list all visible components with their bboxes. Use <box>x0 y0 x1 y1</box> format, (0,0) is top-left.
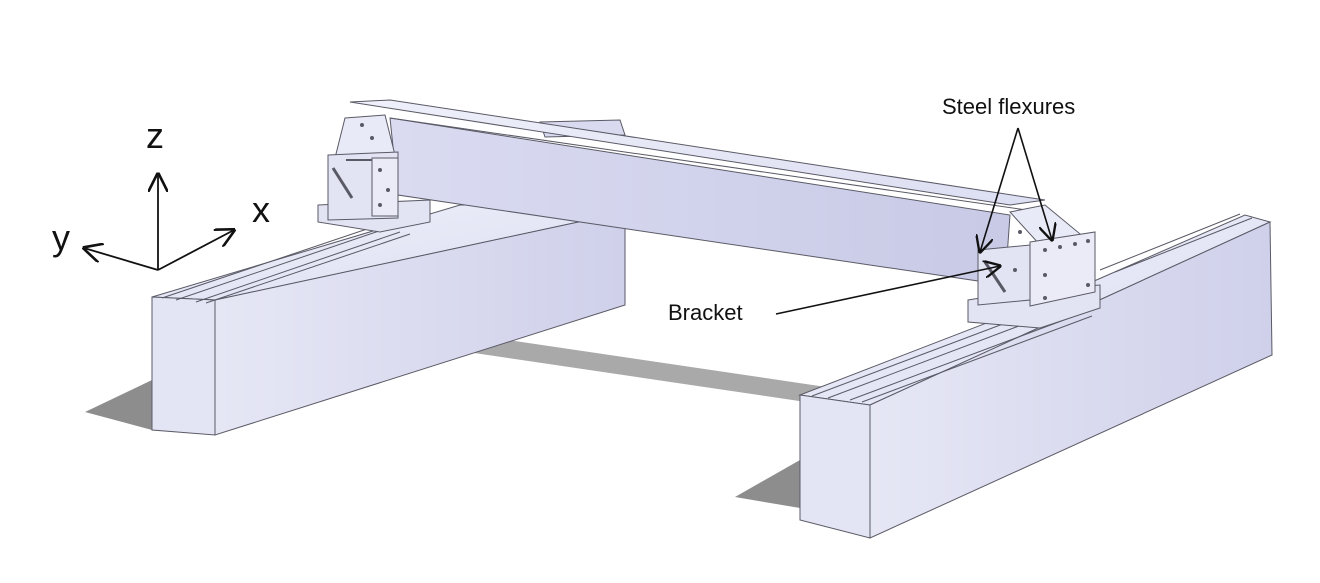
right-bracket-frame <box>977 244 1031 306</box>
left-flexure-upper <box>334 114 396 159</box>
right-rail-groove-4 <box>861 315 1093 403</box>
bolt <box>386 188 390 192</box>
z-axis-label: z <box>146 115 164 156</box>
right-rail-groove-3 <box>849 313 1081 401</box>
y-axis-label: y <box>52 217 70 258</box>
bolt <box>1013 268 1017 272</box>
steel-flexures-label: Steel flexures <box>942 94 1075 119</box>
bolt <box>378 168 382 172</box>
beam-top-face <box>349 99 1046 206</box>
bolt <box>1086 283 1090 287</box>
left-rail-groove-4 <box>205 233 411 304</box>
bolt <box>370 136 374 140</box>
bolt <box>1018 230 1022 234</box>
y-axis-arrow <box>84 248 159 271</box>
left-rail-groove-1 <box>161 227 371 299</box>
left-bracket-plate <box>371 157 399 217</box>
bolt <box>360 123 364 127</box>
left-block-shadow <box>85 380 152 430</box>
bolt <box>1043 248 1047 252</box>
beam-edge-line <box>389 117 1041 213</box>
right-rail-groove-far-2 <box>1114 217 1253 273</box>
left-rail-groove-2 <box>175 229 383 301</box>
bracket-label: Bracket <box>668 300 743 325</box>
bolt <box>1043 296 1047 300</box>
bracket-leader <box>775 266 1000 315</box>
right-block-front-face <box>799 394 871 539</box>
left-bracket-diagonal-1 <box>331 167 354 199</box>
beam-shadow <box>420 330 860 410</box>
left-support-block <box>151 119 626 436</box>
left-rail-groove-3 <box>195 231 401 303</box>
bolt <box>378 203 382 207</box>
bolt <box>1086 239 1090 243</box>
steel-flexures-leader-1 <box>980 127 1019 252</box>
bolt <box>1073 242 1077 246</box>
x-axis-arrow <box>157 230 234 271</box>
ground-shadows <box>85 330 860 508</box>
right-block-shadow <box>735 460 800 508</box>
left-block-front-face <box>151 296 216 436</box>
right-rail-groove-far-1 <box>1099 213 1241 271</box>
bolt <box>1043 273 1047 277</box>
callouts: Steel flexures Bracket <box>668 94 1075 325</box>
bolt <box>1058 245 1062 249</box>
left-bracket-assembly <box>317 114 431 233</box>
axis-triad: z x y <box>52 115 270 271</box>
x-axis-label: x <box>252 189 270 230</box>
crossbeam <box>349 99 1046 286</box>
steel-flexures-leader-2 <box>1017 127 1052 240</box>
